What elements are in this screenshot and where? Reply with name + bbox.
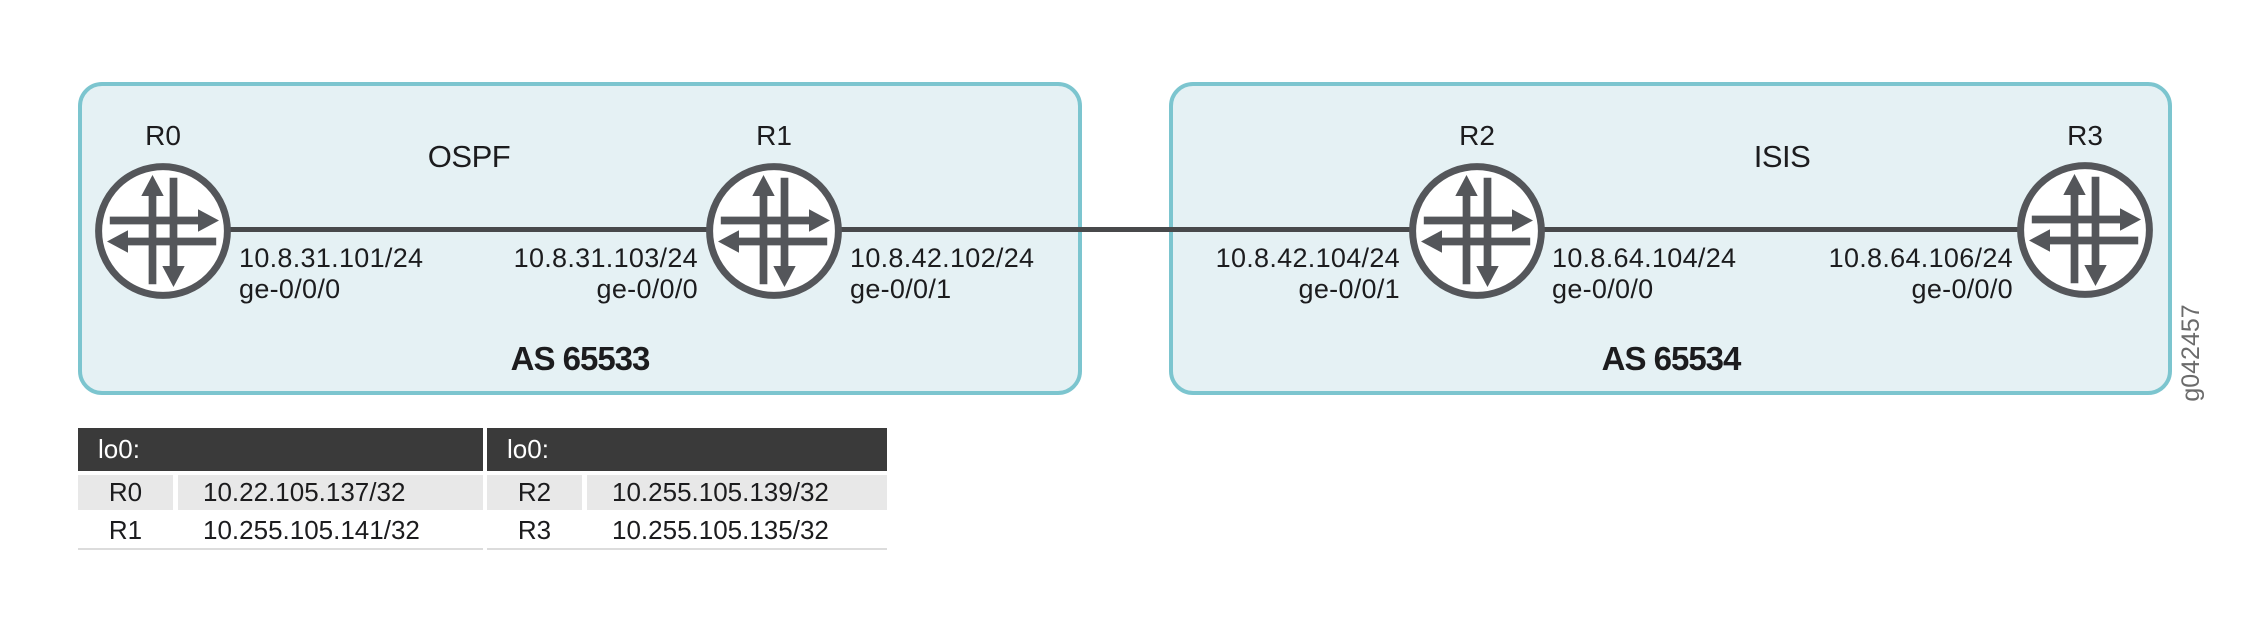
loopback-table-as65534: lo0: R2 10.255.105.139/32 R3 10.255.105.… <box>487 428 887 550</box>
router-name-cell: R3 <box>487 513 587 548</box>
router-name-cell: R2 <box>487 475 587 510</box>
loopback-address-cell: 10.255.105.139/32 <box>612 477 829 507</box>
as-label-65533: AS 65533 <box>510 340 651 377</box>
as-label-65534: AS 65534 <box>1601 340 1742 377</box>
router-label-r2: R2 <box>1459 120 1495 151</box>
router-icon-r3 <box>2015 160 2155 300</box>
ip-label: 10.8.42.102/24 <box>850 243 1035 273</box>
router-label-r1: R1 <box>756 120 792 151</box>
loopback-address-cell: 10.255.105.135/32 <box>612 515 829 545</box>
router-icon-r1 <box>704 161 844 301</box>
router-name-cell: R1 <box>78 513 178 548</box>
interface-label-r2-right: 10.8.64.104/24 ge-0/0/0 <box>1552 243 1736 305</box>
ip-label: 10.8.42.104/24 <box>1215 243 1400 273</box>
interface-label-r1-left: 10.8.31.103/24 ge-0/0/0 <box>514 243 698 305</box>
loopback-table-header: lo0: <box>487 428 887 471</box>
ip-label: 10.8.64.104/24 <box>1552 243 1737 273</box>
link-line <box>163 227 2085 232</box>
loopback-table-header: lo0: <box>78 428 483 471</box>
table-row: R0 10.22.105.137/32 <box>78 475 483 510</box>
protocol-label-ospf: OSPF <box>427 139 511 174</box>
ip-label: 10.8.64.106/24 <box>1828 243 2013 273</box>
port-label: ge-0/0/0 <box>1911 274 2013 304</box>
table-row: R3 10.255.105.135/32 <box>487 513 887 550</box>
loopback-table-as65533: lo0: R0 10.22.105.137/32 R1 10.255.105.1… <box>78 428 483 550</box>
figure-id-watermark: g042457 <box>2177 304 2205 402</box>
interface-label-r0-right: 10.8.31.101/24 ge-0/0/0 <box>239 243 423 305</box>
table-row: R1 10.255.105.141/32 <box>78 513 483 550</box>
interface-label-r2-left: 10.8.42.104/24 ge-0/0/1 <box>1216 243 1400 305</box>
router-icon-r2 <box>1407 161 1547 301</box>
ip-label: 10.8.31.101/24 <box>239 243 424 273</box>
router-label-r3: R3 <box>2067 120 2103 151</box>
ip-label: 10.8.31.103/24 <box>513 243 698 273</box>
table-row: R2 10.255.105.139/32 <box>487 475 887 510</box>
loopback-address-cell: 10.22.105.137/32 <box>203 477 406 507</box>
as-65534-box <box>1169 82 2172 395</box>
port-label: ge-0/0/0 <box>239 274 341 304</box>
router-name-cell: R0 <box>78 475 178 510</box>
loopback-address-cell: 10.255.105.141/32 <box>203 515 420 545</box>
interface-label-r1-right: 10.8.42.102/24 ge-0/0/1 <box>850 243 1034 305</box>
port-label: ge-0/0/1 <box>850 274 952 304</box>
router-icon-r0 <box>93 161 233 301</box>
port-label: ge-0/0/1 <box>1298 274 1400 304</box>
interface-label-r3-left: 10.8.64.106/24 ge-0/0/0 <box>1829 243 2013 305</box>
router-label-r0: R0 <box>145 120 181 151</box>
port-label: ge-0/0/0 <box>596 274 698 304</box>
port-label: ge-0/0/0 <box>1552 274 1654 304</box>
as-65533-box <box>78 82 1082 395</box>
protocol-label-isis: ISIS <box>1753 139 1811 174</box>
